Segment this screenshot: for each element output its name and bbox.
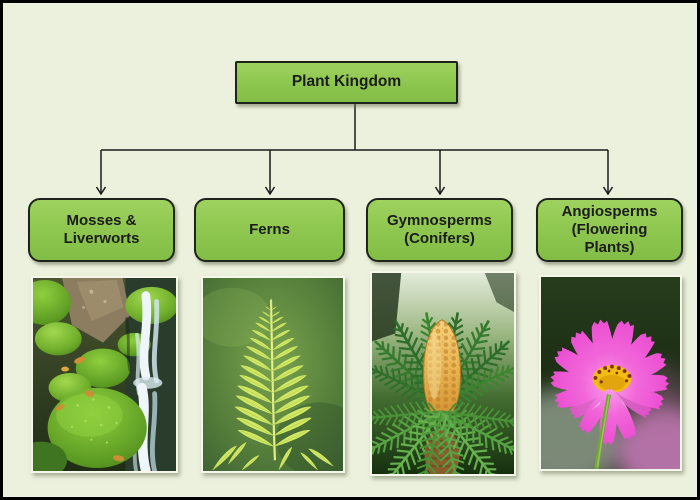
moss-photo-art — [33, 278, 176, 471]
fern-photo — [201, 276, 345, 473]
node-label: Mosses & Liverworts — [63, 211, 140, 247]
node-gymnosperms: Gymnosperms (Conifers) — [366, 198, 513, 262]
node-mosses-liverworts: Mosses & Liverworts — [28, 198, 175, 262]
cycad-cone-photo — [370, 271, 516, 476]
fern-photo-art — [203, 278, 343, 471]
node-plant-kingdom: Plant Kingdom — [235, 61, 458, 104]
node-label: Ferns — [249, 220, 290, 238]
node-ferns: Ferns — [194, 198, 345, 262]
cycad-photo-art — [372, 273, 514, 474]
arrowhead-icon — [602, 186, 614, 196]
node-angiosperms: Angiosperms (Flowering Plants) — [536, 198, 683, 262]
arrowhead-icon — [264, 186, 276, 196]
node-label: Gymnosperms (Conifers) — [386, 211, 493, 247]
cosmos-photo-art — [541, 277, 680, 469]
moss-waterfall-photo — [31, 276, 178, 473]
arrowhead-icon — [434, 186, 446, 196]
node-label: Angiosperms (Flowering Plants) — [561, 202, 658, 257]
cosmos-flower-photo — [539, 275, 682, 471]
node-label: Plant Kingdom — [291, 73, 402, 91]
arrowhead-icon — [95, 186, 107, 196]
